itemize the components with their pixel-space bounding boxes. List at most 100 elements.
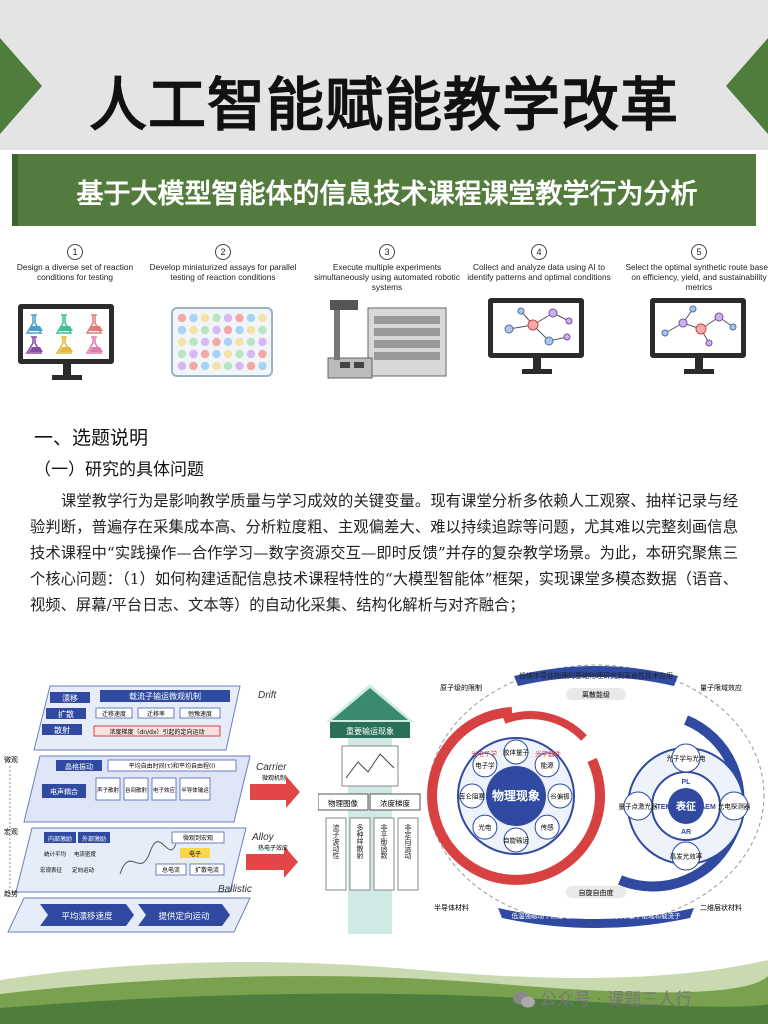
assay-well [212, 313, 221, 323]
workflow-step-4: 4 Collect and analyze data using AI to i… [464, 240, 614, 294]
assay-well [246, 337, 256, 347]
assay-well [200, 337, 210, 347]
step-number: 2 [215, 244, 231, 260]
ballistic-item-1: 平均漂移速度 [61, 911, 113, 922]
step-caption: Select the optimal synthetic route based… [625, 262, 768, 292]
low-dim-semiconductor-diagram: 低维半导体物理的基础物理研究到革命性技术应用 离散能级 原子级的限制 量子限域效… [427, 664, 765, 928]
assay-well [235, 325, 244, 335]
row-label-2: 扩散 [58, 709, 74, 719]
drift-title: 载流子输运微观机制 [129, 691, 201, 701]
right-outer-label: 高发光效率 [670, 852, 703, 861]
watermark: 公众号 · 课题三人行 [512, 985, 692, 1010]
assay-well [258, 361, 267, 371]
assay-well [189, 325, 198, 335]
section-heading: 一、选题说明 [34, 427, 149, 449]
step-number: 5 [691, 244, 707, 260]
corner-label-1: 原子级的限制 [440, 683, 482, 692]
row-label-1: 漂移 [62, 693, 78, 703]
right-outer-label: 光电探测器 [718, 802, 751, 811]
assay-well [246, 361, 256, 371]
alloy-item-5: 宏观表征 [40, 866, 63, 874]
left-ring-node [459, 783, 485, 809]
right-outer-label: 量子点激光器 [619, 802, 659, 811]
left-ring-label: 光电 [478, 823, 492, 832]
assay-well [177, 337, 187, 347]
route-network-icon [661, 305, 737, 347]
right-ring-3: AR [681, 829, 691, 836]
right-ring-2: AEM [700, 804, 716, 811]
body-paragraph: 课堂教学行为是影响教学质量与学习成效的关键变量。现有课堂分析多依赖人工观察、抽样… [30, 492, 738, 614]
workflow-figure: 1 Design a diverse set of reaction condi… [0, 240, 768, 390]
left-ring-label: 自旋输运 [503, 836, 530, 845]
main-title: 人工智能赋能教学改革 [88, 71, 679, 139]
workflow-step-3: 3 Execute multiple experiments simultane… [312, 240, 462, 294]
bottom-banner: 低温强磁场下测量电阻、霍尔效应，揭示量子限域和载流子 [512, 911, 682, 920]
alloy-item-2: 外部激励 [82, 835, 106, 843]
assay-well [200, 361, 210, 371]
assay-well [246, 325, 256, 335]
carrier-cell-1: 声子散射 [97, 786, 120, 794]
banner-arrow-right [726, 38, 768, 134]
monitor-network [488, 298, 584, 358]
assay-well [177, 325, 187, 335]
right-outer-node [671, 841, 701, 871]
transport-mechanism-diagram: 载流子输运微观机制 Drift 漂移 扩散 散射 迁移速度 迁移率 弛豫速度 浓… [4, 685, 300, 933]
title-banner: 人工智能赋能教学改革 [0, 0, 768, 150]
carrier-text: 平均自由时间(τ)和平均自由程(l) [129, 762, 216, 770]
right-outer-node [623, 791, 653, 821]
step-number: 4 [531, 244, 547, 260]
side-label-1: 微观 [4, 755, 18, 764]
assay-well [212, 361, 221, 371]
corner-label-3: 半导体材料 [434, 903, 469, 912]
carrier-cell-2: 谷间散射 [125, 786, 148, 794]
assay-well [177, 361, 187, 371]
center-col-1: 流子波动性 [332, 823, 340, 860]
assay-well [246, 349, 256, 359]
row-text-2: 迁移率 [147, 710, 165, 718]
center-title: 重要输运现象 [346, 726, 394, 736]
center-col-3: 非平衡函数 [380, 823, 388, 860]
assay-well [223, 361, 233, 371]
ballistic-label: Ballistic [218, 884, 252, 895]
assay-well [212, 349, 221, 359]
left-ring-node [547, 783, 573, 809]
assay-well [200, 313, 210, 323]
carrier-cell-3: 电子效应 [153, 786, 176, 794]
row-text-3: 弛豫速度 [188, 710, 212, 718]
assay-well [235, 313, 244, 323]
alloy-right-3: 总电流 [162, 866, 180, 874]
left-ring-label: 传感 [541, 823, 555, 832]
subsection-heading: （一）研究的具体问题 [34, 460, 204, 480]
assay-well [258, 337, 267, 347]
alloy-item-4: 电流密度 [74, 850, 97, 858]
electron-label: 电声耦合 [50, 787, 78, 796]
left-ring-label: 胶体量子 [503, 748, 530, 757]
side-label-3: 趋势 [4, 889, 18, 898]
right-outer-node [719, 791, 749, 821]
assay-well [189, 313, 198, 323]
assay-well [177, 313, 187, 323]
step-caption: Execute multiple experiments simultaneou… [314, 262, 460, 292]
carrier-title: 晶格振动 [65, 762, 93, 771]
right-outer-node [671, 743, 701, 773]
left-ring-label: 电子学 [475, 760, 495, 769]
step-number: 3 [379, 244, 395, 260]
row-text-1: 迁移速度 [102, 710, 126, 718]
flasks-icon [25, 314, 103, 354]
center-row-1: 物理图像 [328, 798, 358, 808]
figures-area: 载流子输运微观机制 Drift 漂移 扩散 散射 迁移速度 迁移率 弛豫速度 浓… [0, 660, 768, 940]
step-number: 1 [67, 244, 83, 260]
assay-well [235, 361, 244, 371]
bottom-label: 自旋自由度 [579, 888, 614, 897]
subtitle: 基于大模型智能体的信息技术课程课堂教学行为分析 [76, 179, 698, 210]
left-ring-node [503, 739, 529, 765]
left-arc-label: 光电子学 [471, 749, 498, 758]
right-ring-4: TEM [657, 804, 672, 811]
alloy-right-2: 电子 [189, 850, 201, 858]
watermark-text: 公众号 · 课题三人行 [540, 990, 693, 1010]
left-ring-label: 库仑阻塞 [459, 792, 486, 801]
left-arc-label: 光学器件 [535, 749, 562, 758]
arrow-label-2: 热电子效应 [258, 844, 288, 852]
monitor-route [650, 298, 746, 358]
alloy-item-3: 统计平均 [44, 850, 67, 858]
